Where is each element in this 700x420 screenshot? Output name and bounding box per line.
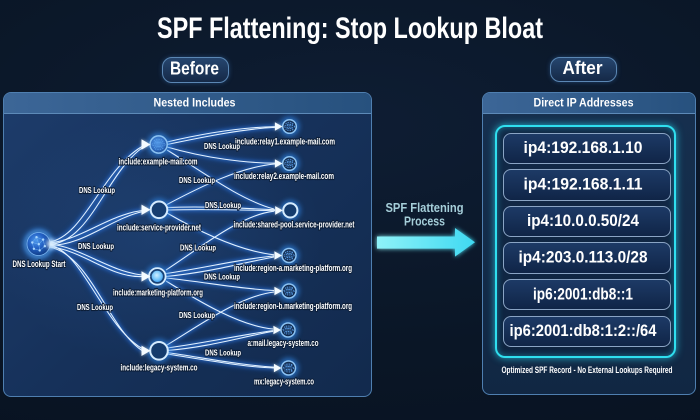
svg-text:include:region-b.marketing-pla: include:region-b.marketing-platform.org [234, 301, 352, 311]
svg-text:include:relay1.example-mail.co: include:relay1.example-mail.com [235, 137, 335, 147]
svg-text:DNS Lookup: DNS Lookup [77, 302, 113, 312]
svg-text:include:legacy-system.co: include:legacy-system.co [121, 363, 198, 373]
svg-text:include:marketing-platform.org: include:marketing-platform.org [113, 288, 203, 298]
svg-text:DNS Lookup: DNS Lookup [204, 141, 240, 151]
svg-text:DNS Lookup: DNS Lookup [78, 241, 114, 251]
svg-text:Optimized SPF Record - No Exte: Optimized SPF Record - No External Looku… [502, 365, 673, 376]
svg-text:ip4:192.168.1.11: ip4:192.168.1.11 [524, 175, 643, 194]
svg-text:include:service-provider.net: include:service-provider.net [117, 223, 201, 233]
svg-text:ip4:192.168.1.10: ip4:192.168.1.10 [524, 138, 643, 157]
svg-text:include:example-mail.com: include:example-mail.com [119, 157, 198, 167]
svg-text:DNS Lookup: DNS Lookup [79, 185, 115, 195]
svg-text:ip6:2001:db8::1: ip6:2001:db8::1 [533, 284, 633, 303]
svg-text:include:region-a.marketing-pla: include:region-a.marketing-platform.org [234, 263, 352, 273]
svg-text:include:relay2.example-mail.co: include:relay2.example-mail.com [234, 171, 334, 181]
svg-text:ip6:2001:db8:1:2::/64: ip6:2001:db8:1:2::/64 [510, 321, 657, 340]
svg-text:DNS Lookup: DNS Lookup [179, 310, 215, 320]
svg-text:ip4:10.0.0.50/24: ip4:10.0.0.50/24 [527, 211, 639, 230]
svg-text:DNS Lookup: DNS Lookup [179, 175, 215, 185]
svg-text:include:shared-pool.service-pr: include:shared-pool.service-provider.net [234, 220, 355, 230]
svg-text:SPF Flattening: Stop Lookup Bl: SPF Flattening: Stop Lookup Bloat [157, 12, 543, 45]
svg-text:SPF Flattening: SPF Flattening [386, 200, 464, 215]
svg-text:Before: Before [170, 59, 219, 79]
svg-text:DNS Lookup: DNS Lookup [205, 200, 241, 210]
svg-text:DNS Lookup: DNS Lookup [205, 348, 241, 358]
svg-text:Process: Process [404, 214, 445, 229]
svg-text:DNS Lookup: DNS Lookup [180, 243, 216, 253]
svg-text:After: After [563, 58, 603, 78]
svg-text:ip4:203.0.113.0/28: ip4:203.0.113.0/28 [519, 248, 648, 267]
svg-text:DNS Lookup Start: DNS Lookup Start [13, 259, 66, 269]
svg-text:Nested Includes: Nested Includes [154, 98, 236, 110]
svg-text:Direct IP Addresses: Direct IP Addresses [534, 98, 634, 110]
svg-text:mx:legacy-system.co: mx:legacy-system.co [254, 377, 314, 387]
svg-text:DNS Lookup: DNS Lookup [204, 272, 240, 282]
svg-text:a:mail.legacy-system.co: a:mail.legacy-system.co [248, 338, 319, 348]
